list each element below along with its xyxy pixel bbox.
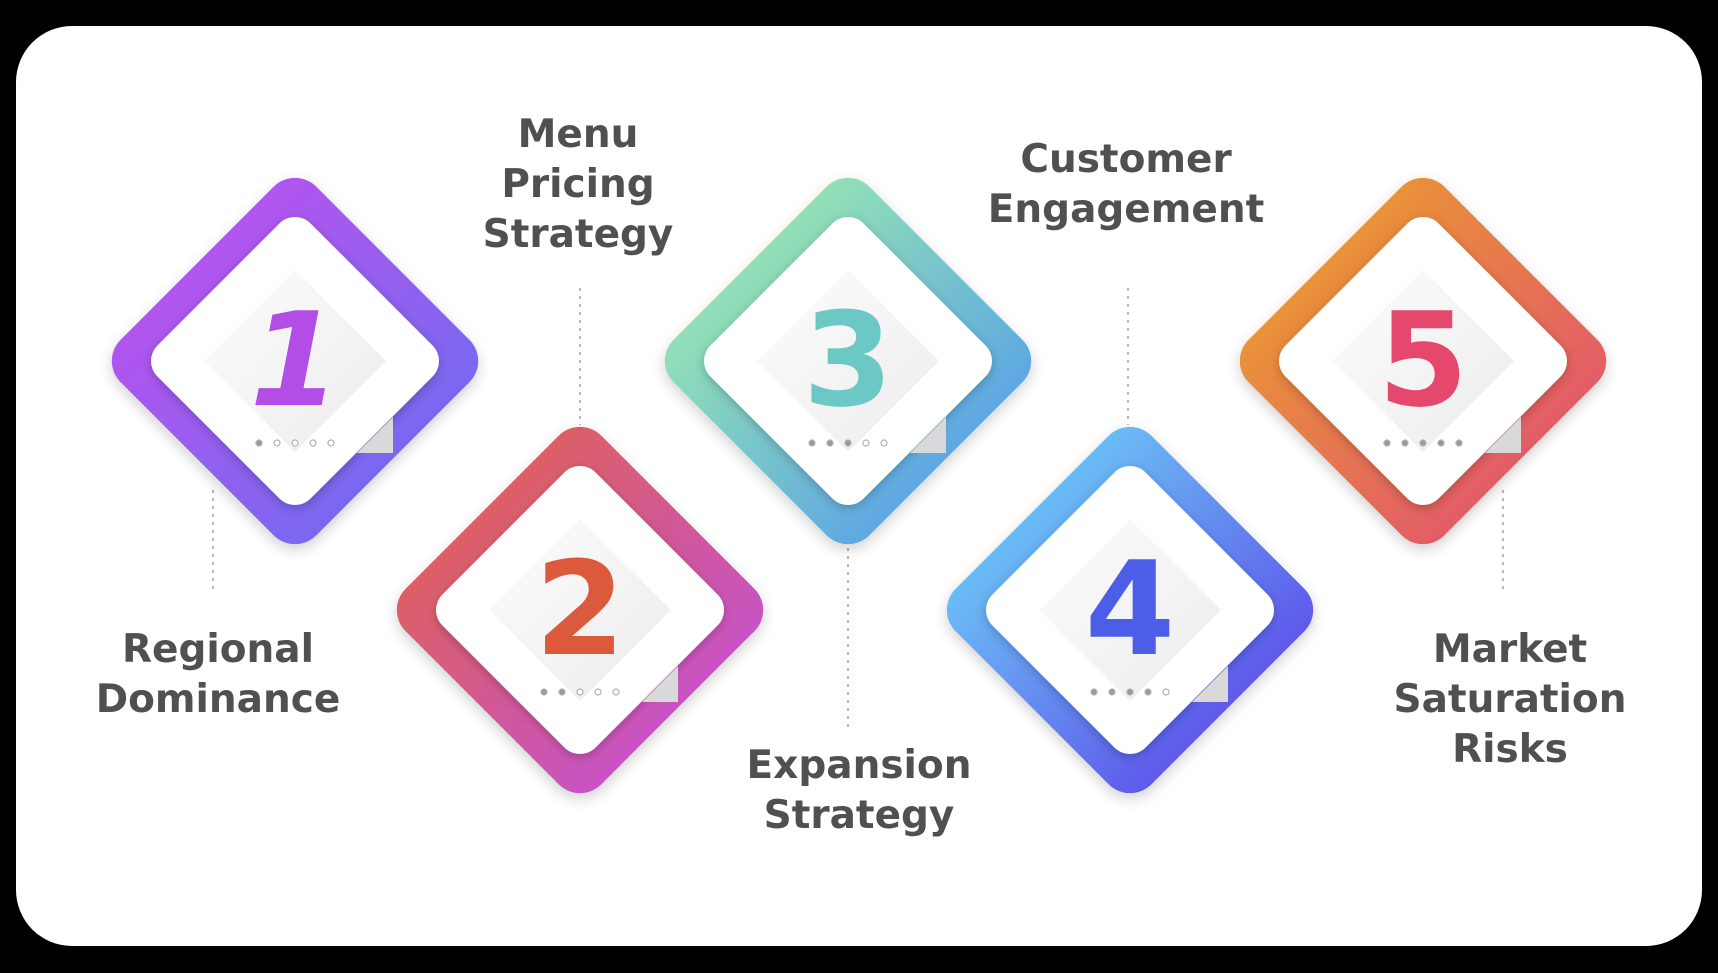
progress-dot-filled (1437, 439, 1445, 447)
tile-face (436, 466, 724, 754)
step-number-2: 2 (535, 533, 625, 685)
step-label-5-line: Saturation (1393, 677, 1627, 722)
progress-dot-filled (1383, 439, 1391, 447)
step-number-4: 4 (1085, 533, 1175, 685)
step-number-5: 5 (1378, 284, 1468, 436)
step-number-1: 1 (250, 284, 340, 436)
step-label-3-line: Strategy (763, 793, 955, 838)
step-label-2-line: Pricing (501, 162, 655, 207)
progress-dot-empty (273, 439, 281, 447)
progress-dot-filled (844, 439, 852, 447)
progress-dot-filled (1108, 688, 1116, 696)
step-label-5: Market Saturation Risks (1394, 625, 1627, 775)
tile-corner-fold (910, 417, 946, 453)
progress-dot-empty (880, 439, 888, 447)
progress-dot-empty (594, 688, 602, 696)
progress-dot-filled (1144, 688, 1152, 696)
tile-corner-fold (1485, 417, 1521, 453)
progress-dot-filled (808, 439, 816, 447)
step-label-3-line: Expansion (746, 743, 972, 788)
step-number-3: 3 (803, 284, 893, 436)
tile-face (1279, 217, 1567, 505)
step-label-5-line: Risks (1452, 727, 1568, 772)
progress-dot-filled (540, 688, 548, 696)
step-label-1: Regional Dominance (96, 625, 341, 725)
progress-dot-filled (1419, 439, 1427, 447)
step-label-2-line: Menu (517, 112, 639, 157)
tile-corner-fold (357, 417, 393, 453)
step-label-2-line: Strategy (482, 212, 674, 257)
step-label-4-line: Customer (1020, 137, 1232, 182)
tile-face (986, 466, 1274, 754)
progress-dot-empty (1162, 688, 1170, 696)
tile-face (704, 217, 992, 505)
progress-dot-empty (862, 439, 870, 447)
step-label-1-line: Regional (121, 627, 314, 672)
progress-dot-filled (558, 688, 566, 696)
step-tile-4: 4 (946, 426, 1314, 794)
progress-dot-empty (576, 688, 584, 696)
step-label-4-line: Engagement (987, 187, 1265, 232)
step-label-1-line: Dominance (95, 677, 341, 722)
tile-face (151, 217, 439, 505)
progress-dot-empty (291, 439, 299, 447)
progress-dot-filled (1126, 688, 1134, 696)
progress-dot-filled (1401, 439, 1409, 447)
progress-dot-empty (309, 439, 317, 447)
progress-dot-filled (1455, 439, 1463, 447)
step-label-5-line: Market (1432, 627, 1588, 672)
progress-dot-empty (612, 688, 620, 696)
tile-corner-fold (1192, 666, 1228, 702)
progress-dot-empty (327, 439, 335, 447)
progress-dot-filled (255, 439, 263, 447)
step-tile-1: 1 (111, 177, 479, 545)
step-tile-5: 5 (1239, 177, 1607, 545)
step-label-2: Menu Pricing Strategy (483, 110, 674, 260)
step-tile-2: 2 (396, 426, 764, 794)
step-label-4: Customer Engagement (988, 135, 1265, 235)
step-tile-3: 3 (664, 177, 1032, 545)
step-label-3: Expansion Strategy (747, 741, 972, 841)
progress-dot-filled (826, 439, 834, 447)
tile-corner-fold (642, 666, 678, 702)
progress-dot-filled (1090, 688, 1098, 696)
